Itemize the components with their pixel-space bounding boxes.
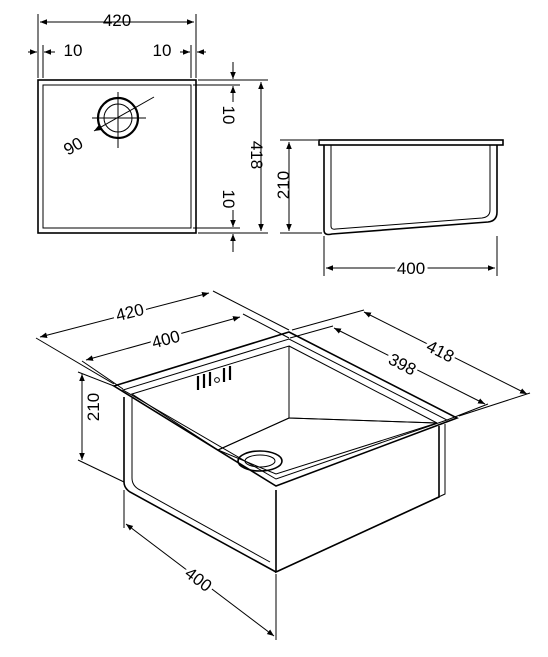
- top-view-drain: [92, 92, 155, 148]
- margin-left-label: 10: [64, 41, 83, 60]
- iso-inner-back-right-wall: [288, 345, 438, 424]
- iso-height-label: 210: [84, 393, 103, 421]
- depth-label: 418: [247, 141, 266, 169]
- top-view: 90 420 10 10 418 10 10: [28, 11, 268, 252]
- margin-top-label: 10: [219, 106, 238, 125]
- margin-bottom-label: 10: [219, 190, 238, 209]
- top-view-outer-rim: [37, 79, 197, 234]
- side-view: 210 400: [274, 139, 504, 281]
- iso-outer-depth-label: 418: [423, 337, 457, 367]
- top-view-inner-basin: [42, 84, 192, 229]
- iso-overflow-slots: [196, 366, 232, 390]
- side-view-bowl: [323, 145, 498, 236]
- drain-diameter-label: 90: [60, 133, 86, 159]
- iso-bottom-length-dimension-line: [125, 523, 275, 637]
- margin-right-label: 10: [153, 41, 172, 60]
- side-bottom-width-label: 400: [397, 259, 425, 278]
- width-label: 420: [103, 11, 131, 30]
- side-height-label: 210: [274, 171, 293, 199]
- iso-inner-depth-label: 398: [385, 350, 419, 380]
- isometric-view: 420 400 418 398 210 400: [35, 290, 531, 640]
- iso-inner-depth-dimension-line: [333, 327, 486, 405]
- iso-inner-width-label: 400: [150, 327, 182, 353]
- iso-bottom-length-label: 400: [181, 563, 215, 595]
- iso-body-left-edge: [123, 397, 277, 573]
- iso-inner-floor: [216, 417, 438, 475]
- iso-drain: [237, 450, 283, 472]
- iso-inner-back-left-wall: [130, 345, 290, 451]
- iso-outer-width-label: 420: [114, 300, 146, 325]
- iso-outer-width-dimension-line: [39, 292, 210, 338]
- side-view-rim: [318, 139, 504, 146]
- iso-inner-width-dimension-line: [85, 316, 241, 361]
